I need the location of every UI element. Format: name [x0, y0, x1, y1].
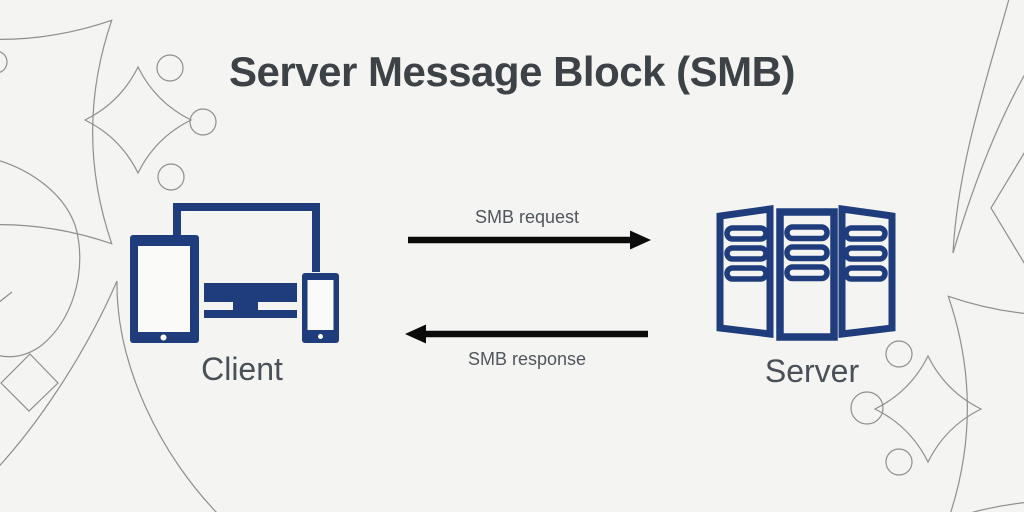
server-tower-left-icon	[716, 204, 774, 338]
decor-circle-icon	[885, 448, 913, 476]
decor-circle-icon	[885, 340, 913, 368]
decor-leaf-icon	[0, 160, 81, 358]
decor-circle-icon	[850, 391, 884, 425]
client-label: Client	[201, 351, 283, 387]
sparkle-small-top-left-icon	[83, 65, 193, 175]
decor-crescent-right-icon	[952, 0, 1010, 254]
decor-circle-icon	[156, 54, 184, 82]
decor-crescent-right-icon	[952, 74, 1024, 254]
page-title: Server Message Block (SMB)	[229, 48, 795, 95]
decor-crescent-left-icon	[0, 280, 118, 467]
monitor-stand-base-icon	[204, 310, 297, 318]
tablet-icon	[130, 235, 199, 343]
monitor-outline-icon	[173, 203, 320, 272]
decor-circle-icon	[0, 51, 8, 73]
client-devices-icon	[130, 203, 339, 343]
monitor-stand-stem-icon	[233, 302, 258, 311]
monitor-stand-bar-icon	[204, 283, 297, 302]
request-label: SMB request	[474, 207, 580, 227]
decor-circle-icon	[189, 108, 217, 136]
server-label: Server	[764, 353, 860, 389]
server-tower-middle-icon	[776, 208, 838, 341]
server-drive-bays-icon	[724, 224, 888, 282]
request-arrow-icon	[408, 230, 651, 250]
decor-diamond-right-icon	[990, 152, 1024, 264]
smartphone-icon	[302, 273, 339, 343]
decor-leaf-tick-icon	[0, 291, 13, 303]
server-tower-right-icon	[838, 204, 896, 338]
server-rack-icon	[716, 204, 896, 341]
decor-diamond-left-icon	[0, 353, 59, 412]
response-label: SMB response	[467, 349, 587, 369]
sparkle-large-top-left-icon	[0, 19, 113, 245]
decor-crescent-left-icon	[116, 280, 218, 512]
response-arrow-icon	[405, 324, 648, 344]
sparkle-large-bottom-right-icon	[947, 295, 1024, 512]
sparkle-small-bottom-right-icon	[873, 354, 983, 464]
decor-circle-icon	[157, 163, 185, 191]
